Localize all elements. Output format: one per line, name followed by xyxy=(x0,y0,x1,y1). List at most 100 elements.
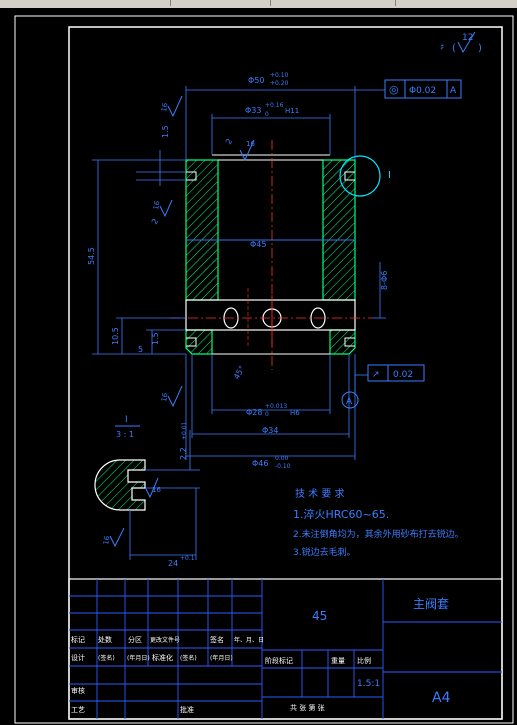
dimension-lines xyxy=(92,86,386,460)
sheet-inner-frame xyxy=(68,26,503,720)
cross-hole-band xyxy=(185,299,356,331)
dim-len-15b: 1.5 xyxy=(151,332,160,345)
detail-dim-22: 2.2 xyxy=(179,447,188,460)
detail-view: I 3 : 1 24 +0.1 2.2 +0.01 xyxy=(94,415,200,568)
runout-value: 0.02 xyxy=(393,370,413,380)
tb-weight-label: 重量 xyxy=(331,657,345,665)
datum-letter: A xyxy=(346,397,353,407)
left-flange xyxy=(185,329,213,355)
toolbar-segment[interactable] xyxy=(0,0,171,6)
dim-chamfer-side: 2 xyxy=(150,217,160,226)
tb-stage-label: 阶段标记 xyxy=(265,656,293,665)
runout-symbol: ↗ xyxy=(372,370,380,380)
coaxiality-datum: A xyxy=(450,86,457,96)
detail-callout: I xyxy=(339,155,391,197)
dim-d45: Φ45 xyxy=(250,240,266,249)
roughness-value: 16 xyxy=(152,200,162,211)
dim-chamfer: 2 xyxy=(224,137,234,146)
dim-d33-low: 0 xyxy=(265,111,269,118)
tb-cell: (年月日) xyxy=(127,654,150,662)
sheet-size: A4 xyxy=(432,690,451,706)
roughness-general-value: 12 xyxy=(462,33,473,43)
dim-d28-suffix: H6 xyxy=(290,409,300,417)
toolbar-segment[interactable] xyxy=(270,0,396,6)
roughness-value: 16 xyxy=(160,102,170,113)
tb-cell: 分区 xyxy=(128,635,142,644)
detail-dim-24-tol: +0.1 xyxy=(180,555,195,562)
detail-circle xyxy=(339,155,381,197)
title-block-texts: 标记 处数 分区 更改文件号 签名 年、月、日 设计 (签名) (年月日) 标准… xyxy=(71,635,371,714)
sheet-outer-frame xyxy=(14,15,514,724)
dim-holes: 8-Φ6 xyxy=(380,271,389,290)
general-roughness: ♯ ( 12 ) xyxy=(440,31,482,54)
runout-frame: ↗ 0.02 xyxy=(367,364,425,382)
tb-scale-label: 比例 xyxy=(357,656,371,665)
tb-cell: (签名) xyxy=(180,654,197,662)
detail-label: I xyxy=(388,170,391,181)
right-flange xyxy=(329,329,356,355)
tb-sheet-label: 共 张 第 张 xyxy=(290,703,325,712)
dim-d28-low: 0 xyxy=(265,411,269,418)
toolbar-segment[interactable] xyxy=(170,0,271,6)
technical-notes: 技 术 要 求 1.淬火HRC60~65. 2.未注倒角均为，其余外用砂布打去锐… xyxy=(293,487,464,558)
dim-d46-up: 0.00 xyxy=(275,455,289,462)
part-name: 主阀套 xyxy=(413,597,449,611)
dim-d28-up: +0.013 xyxy=(265,403,287,410)
dim-d50-low: +0.20 xyxy=(270,80,289,87)
tb-cell: 批准 xyxy=(180,705,194,714)
coaxiality-frame: ◎ Φ0.02 A xyxy=(384,79,462,99)
tb-cell: 签名 xyxy=(210,635,224,644)
note-item: 2.未注倒角均为，其余外用砂布打去锐边。 xyxy=(293,528,464,540)
detail-profile xyxy=(94,459,146,511)
svg-text:(: ( xyxy=(452,43,456,54)
tb-cell: 工艺 xyxy=(71,706,85,714)
scale-value: 1.5:1 xyxy=(357,679,380,689)
dim-d46-low: -0.10 xyxy=(275,463,291,470)
tb-cell: 审核 xyxy=(71,686,85,695)
roughness-value: 16 xyxy=(160,392,170,403)
detail-dim-22-tol: +0.01 xyxy=(181,421,188,440)
dim-d50: Φ50 xyxy=(248,76,264,85)
dim-d46: Φ46 xyxy=(252,459,268,468)
svg-text:): ) xyxy=(478,43,482,54)
dim-d34: Φ34 xyxy=(262,426,278,435)
tb-cell: 更改文件号 xyxy=(150,636,180,644)
tb-cell: (年月日) xyxy=(210,654,233,662)
tb-cell: 标记 xyxy=(71,635,85,644)
tb-cell: 设计 xyxy=(71,653,85,662)
material-value: 45 xyxy=(312,609,327,623)
dim-len-545: 54.5 xyxy=(87,247,96,265)
roughness-value: 16 xyxy=(152,486,161,494)
tb-cell: (签名) xyxy=(98,654,115,662)
window-top-strip xyxy=(0,0,517,8)
coaxiality-value: Φ0.02 xyxy=(409,86,436,96)
detail-scale-bottom: 3 : 1 xyxy=(116,430,134,439)
center-lines xyxy=(170,140,372,370)
left-wall xyxy=(185,159,219,301)
roughness-value: 16 xyxy=(246,140,255,148)
detail-dim-24: 24 xyxy=(168,559,178,568)
dim-d33-up: +0.16 xyxy=(265,102,284,109)
dim-angle: 45° xyxy=(232,364,247,381)
dimension-texts: Φ50 +0.10 +0.20 Φ33 +0.16 0 H11 Φ45 Φ28 … xyxy=(87,72,389,470)
part-section xyxy=(185,154,356,355)
tb-cell: 处数 xyxy=(98,635,112,644)
dim-d50-up: +0.10 xyxy=(270,72,289,79)
svg-text:♯: ♯ xyxy=(440,43,444,53)
roughness-symbols xyxy=(109,95,255,548)
detail-scale-top: I xyxy=(125,415,128,425)
dim-len-105: 10.5 xyxy=(111,327,120,345)
dim-d28: Φ28 xyxy=(246,408,262,417)
dim-d33: Φ33 xyxy=(245,106,261,115)
dim-len-15a: 1.5 xyxy=(161,125,170,138)
dim-len-5: 5 xyxy=(138,345,143,354)
dim-d33-suffix: H11 xyxy=(285,107,299,115)
notes-heading: 技 术 要 求 xyxy=(295,487,345,500)
note-item: 1.淬火HRC60~65. xyxy=(293,507,389,521)
coaxiality-symbol: ◎ xyxy=(389,83,399,96)
tb-cell: 年、月、日 xyxy=(234,636,264,644)
roughness-value: 16 xyxy=(102,535,112,546)
title-block xyxy=(68,578,503,720)
